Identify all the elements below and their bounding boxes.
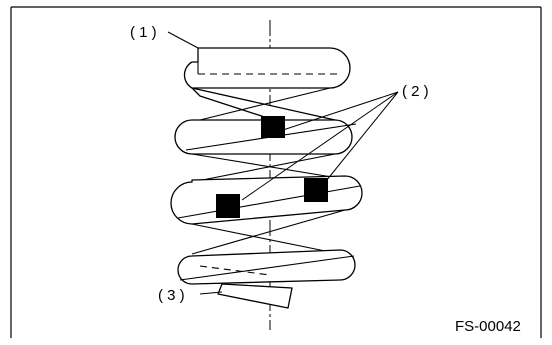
coil-link-1-back — [199, 87, 331, 121]
paint-marks — [216, 116, 328, 218]
paint-mark-left — [216, 194, 240, 218]
callout-label-1: ( 1 ) — [130, 24, 157, 41]
leader-part2-b — [241, 91, 399, 201]
leader-lines — [167, 31, 399, 295]
coil-end-tail — [217, 283, 293, 309]
leader-part2-a — [282, 91, 399, 131]
leader-part2-c — [321, 91, 399, 187]
leader-part1 — [167, 31, 199, 49]
paint-mark-right — [304, 178, 328, 202]
callout-label-2: ( 2 ) — [402, 83, 429, 100]
coil-turn-top — [183, 47, 351, 89]
callout-label-3: ( 3 ) — [158, 287, 185, 304]
paint-mark-upper — [261, 116, 285, 138]
coil-turn-bottom — [177, 249, 356, 285]
coil-link-3 — [191, 223, 341, 255]
leader-part3 — [199, 291, 223, 295]
spring-coils — [170, 47, 363, 309]
figure-code: FS-00042 — [455, 318, 521, 335]
figure-frame — [10, 6, 542, 338]
